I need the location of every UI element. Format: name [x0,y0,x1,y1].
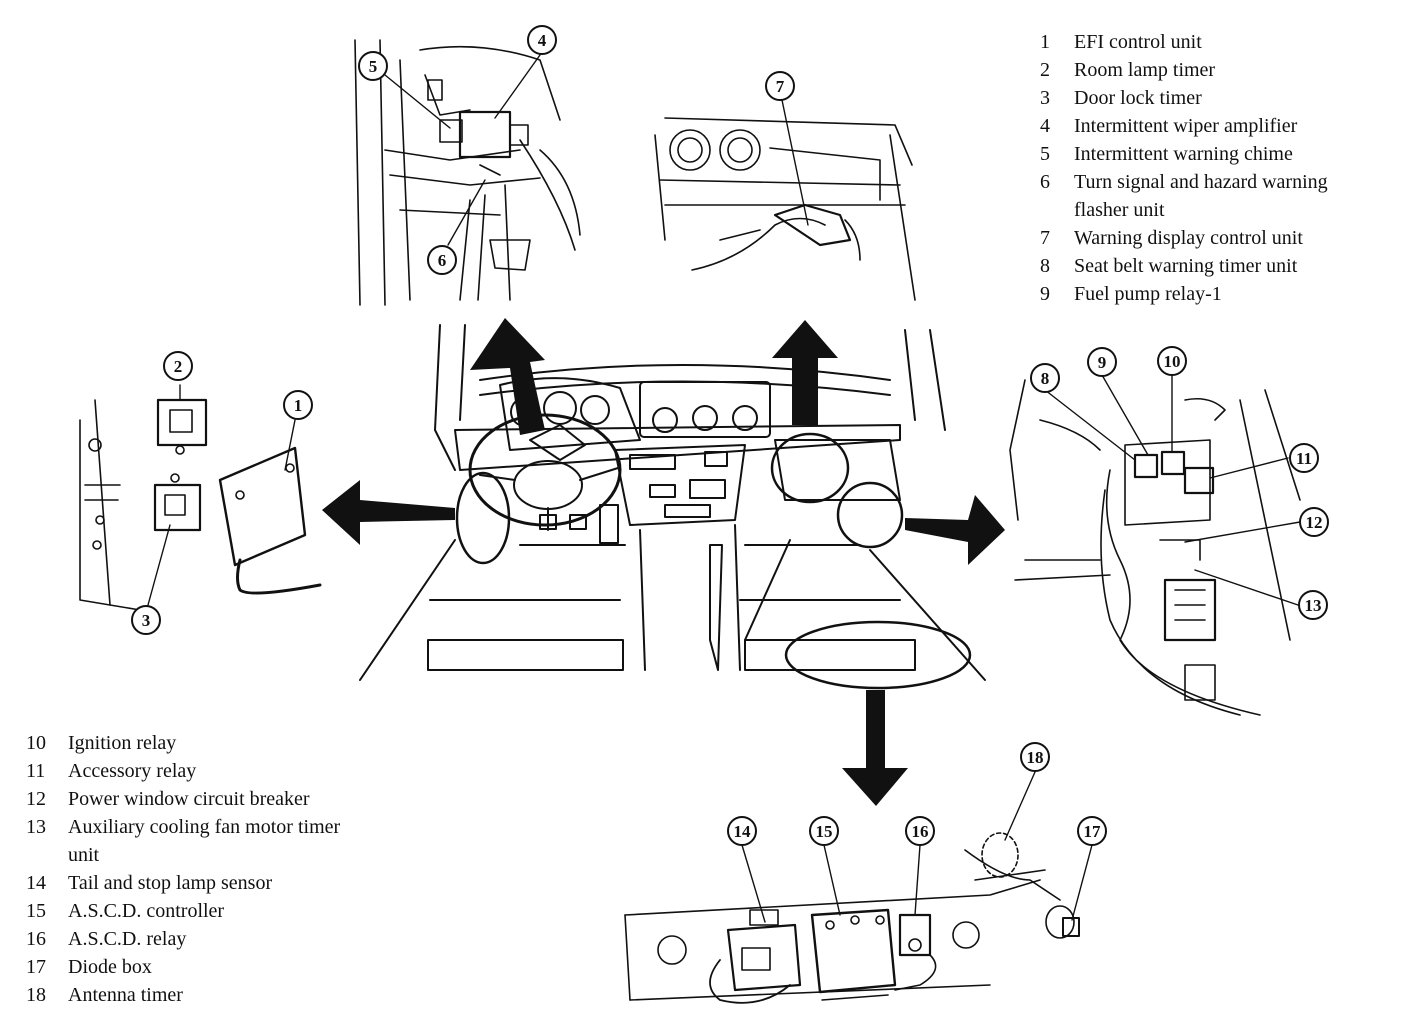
arrow-up-left [470,318,545,435]
callout-8: 8 [1030,363,1060,393]
svg-text:13: 13 [1305,596,1322,615]
warning-chime-box [439,119,463,143]
callout-12: 12 [1299,507,1329,537]
callout-18: 18 [1020,742,1050,772]
svg-text:2: 2 [174,357,183,376]
callout-9: 9 [1087,347,1117,377]
ascd-relay [898,913,932,957]
callout-6: 6 [427,245,457,275]
svg-text:8: 8 [1041,369,1050,388]
callout-4: 4 [527,25,557,55]
antenna-timer-location [981,832,1019,878]
ascd-controller [810,908,897,994]
legend-item-continuation: unit [68,844,100,866]
callout-2: 2 [163,351,193,381]
arrow-up [772,320,838,425]
arrow-right [905,495,1005,565]
inset-ascd-components [624,771,1093,1004]
door-lock-timer-box [153,483,202,532]
efi-control-unit-box [218,446,307,567]
callout-3: 3 [131,605,161,635]
callout-15: 15 [809,816,839,846]
svg-text:1: 1 [294,396,303,415]
arrow-left [322,480,455,545]
callout-markers: 1 2 3 4 5 6 7 8 9 10 11 12 13 14 15 16 1… [131,25,1329,846]
svg-text:15: 15 [816,822,833,841]
svg-text:12: 12 [1306,513,1323,532]
inset-warning-display-unit [654,99,916,301]
callout-10: 10 [1157,346,1187,376]
inset-relay-bracket [1009,374,1301,716]
arrow-down [842,690,908,806]
svg-text:6: 6 [438,251,447,270]
svg-text:18: 18 [1027,748,1044,767]
diode-box [1062,917,1080,937]
callout-11: 11 [1289,443,1319,473]
room-lamp-timer-box [156,398,208,447]
inset-steering-column-relays [354,39,581,306]
svg-text:14: 14 [734,822,752,841]
callout-16: 16 [905,816,935,846]
svg-text:3: 3 [142,611,151,630]
callout-17: 17 [1077,816,1107,846]
legend-item-continuation: flasher unit [1074,199,1165,221]
cooling-fan-timer-box [1163,578,1217,642]
svg-text:5: 5 [369,57,378,76]
svg-text:17: 17 [1084,822,1102,841]
svg-text:4: 4 [538,31,547,50]
callout-7: 7 [765,71,795,101]
svg-text:11: 11 [1296,449,1312,468]
inset-efi-control-unit [79,384,322,611]
svg-text:9: 9 [1098,353,1107,372]
svg-text:10: 10 [1164,352,1181,371]
cabin-dashboard-drawing [359,324,986,690]
svg-text:7: 7 [776,77,785,96]
svg-text:16: 16 [912,822,929,841]
callout-13: 13 [1298,590,1328,620]
callout-5: 5 [358,51,388,81]
wiper-amplifier-box [458,110,512,159]
callout-1: 1 [283,390,313,420]
callout-14: 14 [727,816,757,846]
direction-arrows [322,318,1005,806]
tail-stop-lamp-sensor [726,923,802,992]
